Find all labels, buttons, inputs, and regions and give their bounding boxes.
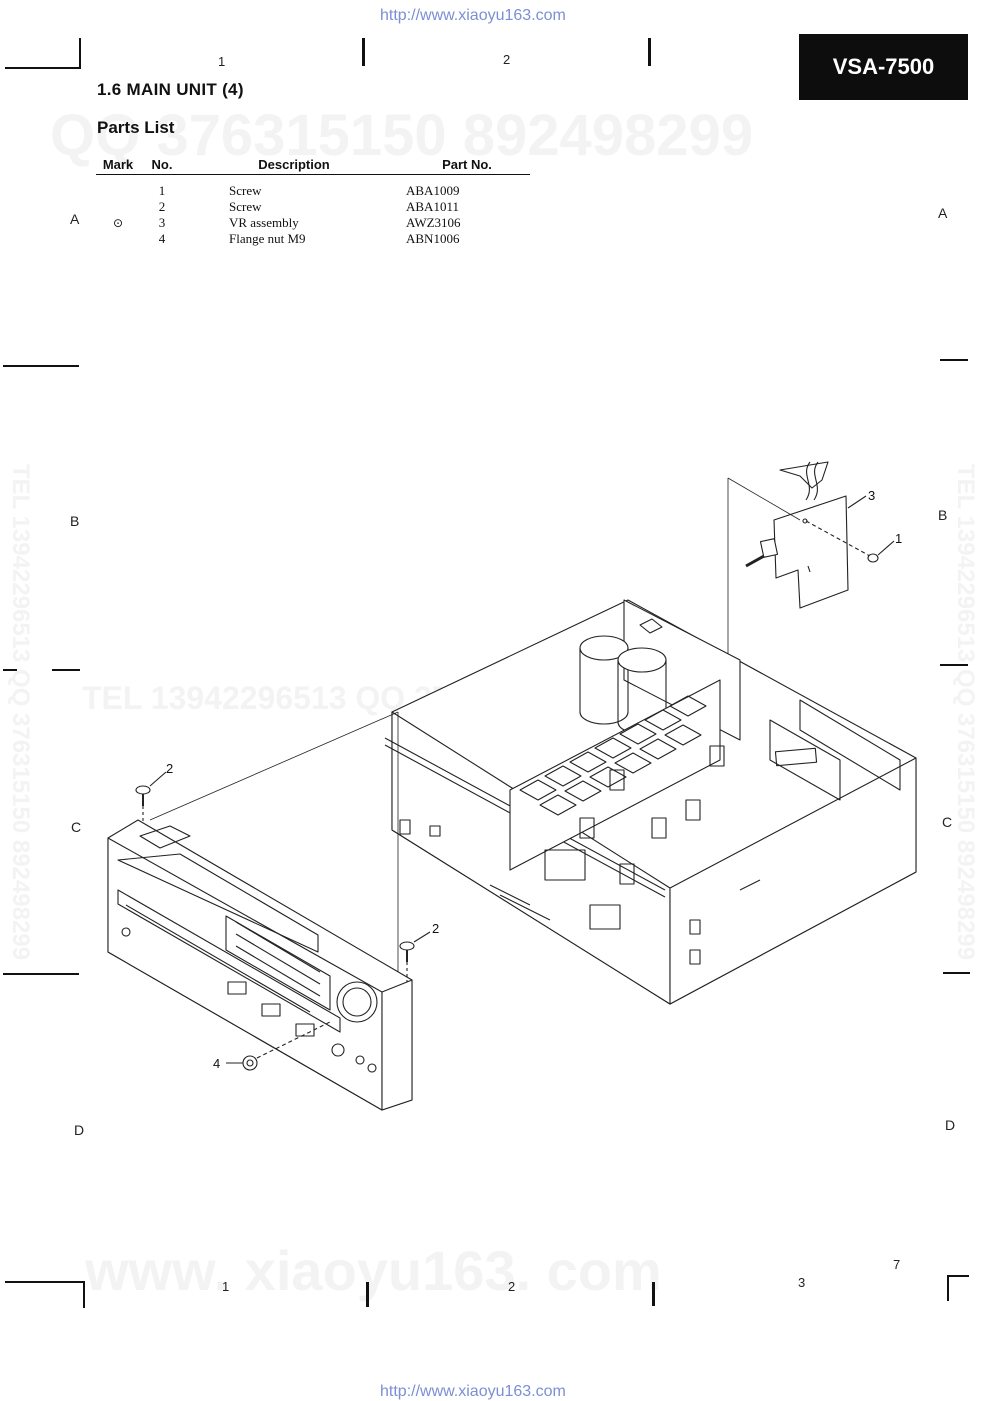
callout-1: 1 xyxy=(895,531,902,546)
crop-mark xyxy=(79,38,81,69)
vr-assembly-board xyxy=(745,461,871,609)
column-divider xyxy=(652,1282,655,1306)
grid-row-d-right: D xyxy=(945,1117,956,1133)
parts-list-title: Parts List xyxy=(97,118,175,137)
grid-col-1-bottom: 1 xyxy=(222,1279,230,1294)
row-divider xyxy=(3,973,79,975)
source-url-top[interactable]: http://www.xiaoyu163.com xyxy=(380,7,566,24)
cell-description: VR assembly xyxy=(229,215,299,230)
grid-row-c-right: C xyxy=(942,814,953,830)
col-header-description: Description xyxy=(184,156,404,175)
cell-description: Screw xyxy=(229,199,262,214)
grid-row-d-left: D xyxy=(74,1122,85,1138)
crop-mark xyxy=(947,1275,969,1277)
callout-3: 3 xyxy=(868,488,875,503)
row-divider xyxy=(3,669,17,671)
screw-1 xyxy=(867,540,895,563)
crop-mark xyxy=(947,1275,949,1301)
cell-description: Flange nut M9 xyxy=(229,231,306,246)
cell-part-no: ABA1009 xyxy=(406,183,460,198)
table-row: 4 Flange nut M9 ABN1006 xyxy=(96,231,530,247)
row-divider xyxy=(940,664,968,666)
col-header-part-no: Part No. xyxy=(404,156,530,175)
screw-2-right xyxy=(399,931,431,982)
cell-part-no: ABN1006 xyxy=(406,231,460,246)
table-header-row: Mark No. Description Part No. xyxy=(96,156,530,175)
cell-mark-safety: ⊙ xyxy=(112,216,124,230)
grid-col-3-bottom: 3 xyxy=(798,1275,806,1290)
col-header-no: No. xyxy=(140,156,184,175)
callout-2-right: 2 xyxy=(432,921,439,936)
cell-no: 3 xyxy=(158,215,166,230)
grid-row-a-left: A xyxy=(70,211,80,227)
grid-row-b-right: B xyxy=(938,507,948,523)
table-row: 2 Screw ABA1011 xyxy=(96,199,530,215)
cell-no: 4 xyxy=(158,231,166,246)
grid-row-b-left: B xyxy=(70,513,80,529)
screw-2-left xyxy=(135,771,167,824)
cell-no: 1 xyxy=(158,183,166,198)
row-divider xyxy=(3,365,79,367)
model-title: VSA-7500 xyxy=(799,34,968,100)
row-divider xyxy=(943,972,970,974)
column-divider xyxy=(366,1282,369,1307)
section-title: 1.6 MAIN UNIT (4) xyxy=(97,80,244,99)
cell-no: 2 xyxy=(158,199,166,214)
table-row: 1 Screw ABA1009 xyxy=(96,183,530,199)
callout-4: 4 xyxy=(213,1056,220,1071)
main-chassis xyxy=(384,599,917,1005)
table-row: ⊙ 3 VR assembly AWZ3106 xyxy=(96,215,530,231)
grid-col-2-top: 2 xyxy=(503,52,511,67)
crop-mark xyxy=(5,1281,85,1283)
crop-mark xyxy=(5,67,81,69)
callout-2-left: 2 xyxy=(166,761,173,776)
front-panel xyxy=(107,711,413,1111)
parts-table: Mark No. Description Part No. 1 Screw AB… xyxy=(96,156,530,247)
cell-description: Screw xyxy=(229,183,262,198)
row-divider xyxy=(52,669,80,671)
column-divider xyxy=(648,38,651,66)
col-header-mark: Mark xyxy=(96,156,140,175)
grid-col-1-top: 1 xyxy=(218,54,226,69)
row-divider xyxy=(940,359,968,361)
crop-mark xyxy=(83,1281,85,1308)
grid-row-c-left: C xyxy=(71,819,82,835)
grid-col-2-bottom: 2 xyxy=(508,1279,516,1294)
grid-row-a-right: A xyxy=(938,205,948,221)
source-url-bottom[interactable]: http://www.xiaoyu163.com xyxy=(380,1383,566,1400)
flange-nut-4 xyxy=(226,1021,331,1071)
cell-part-no: AWZ3106 xyxy=(406,215,461,230)
column-divider xyxy=(362,38,365,66)
heat-sink xyxy=(509,679,721,871)
cell-part-no: ABA1011 xyxy=(406,199,459,214)
page-number: 7 xyxy=(893,1257,901,1272)
